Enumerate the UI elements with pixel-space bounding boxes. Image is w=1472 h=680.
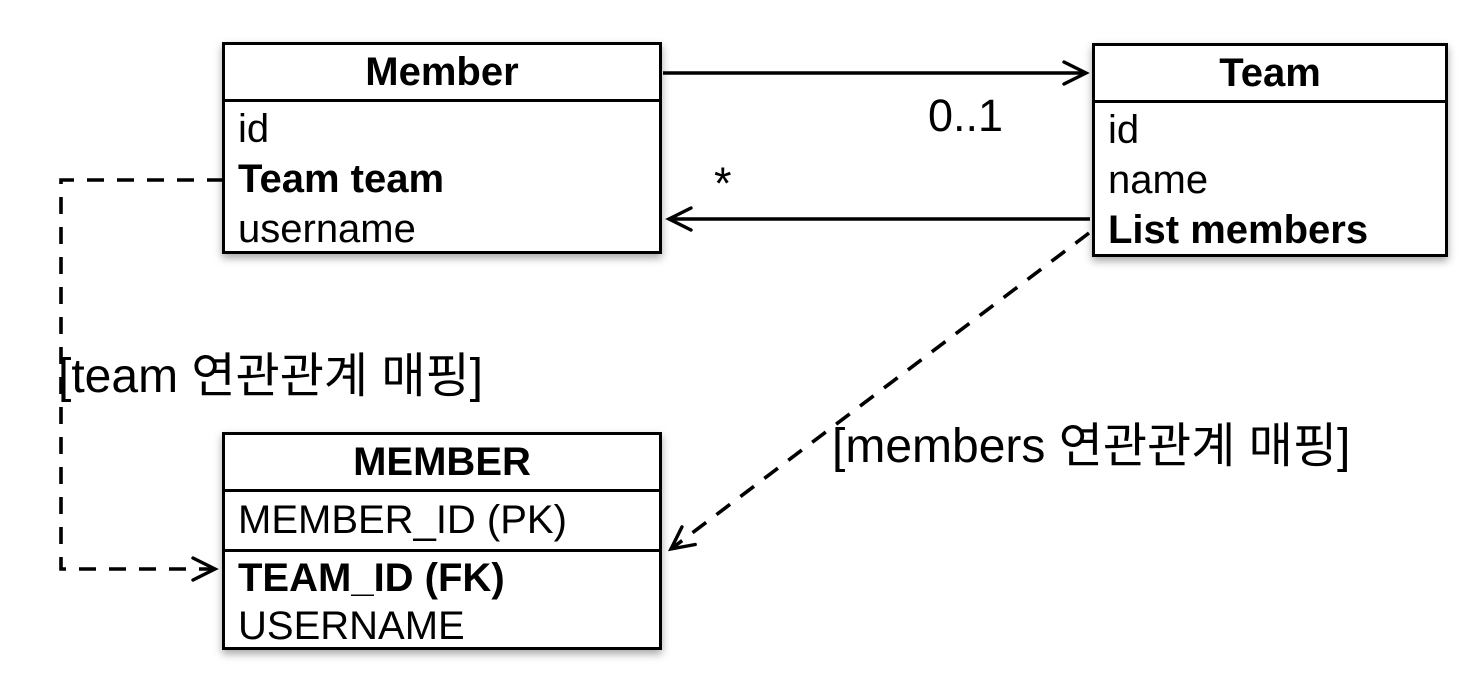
team-class-fields: id name List members	[1095, 103, 1445, 255]
members-mapping-dashed-arrow	[667, 231, 1091, 552]
member-table-username-column: USERNAME	[238, 604, 465, 648]
member-table-pk-column: MEMBER_ID (PK)	[225, 492, 659, 552]
member-class-fields: id Team team username	[225, 102, 659, 254]
member-table-fk-column: TEAM_ID (FK)	[238, 556, 505, 600]
member-table-box: MEMBER MEMBER_ID (PK) TEAM_ID (FK) USERN…	[222, 432, 662, 650]
team-class-title: Team	[1095, 46, 1445, 103]
member-field-username: username	[238, 207, 416, 251]
member-table-columns: TEAM_ID (FK) USERNAME	[225, 552, 659, 650]
member-class-box: Member id Team team username	[222, 42, 662, 254]
member-field-team: Team team	[238, 157, 445, 201]
team-field-id: id	[1108, 108, 1140, 152]
team-field-name: name	[1108, 158, 1209, 202]
team-class-box: Team id name List members	[1092, 43, 1448, 257]
team-mapping-label: [team 연관관계 매핑]	[58, 350, 484, 403]
multiplicity-zero-to-one-label: 0..1	[928, 90, 1004, 141]
member-class-title: Member	[225, 45, 659, 102]
members-mapping-label: [members 연관관계 매핑]	[832, 420, 1351, 473]
team-field-members: List members	[1108, 208, 1369, 252]
multiplicity-many-label: *	[714, 158, 732, 209]
member-field-id: id	[238, 107, 270, 151]
member-table-title: MEMBER	[225, 435, 659, 492]
